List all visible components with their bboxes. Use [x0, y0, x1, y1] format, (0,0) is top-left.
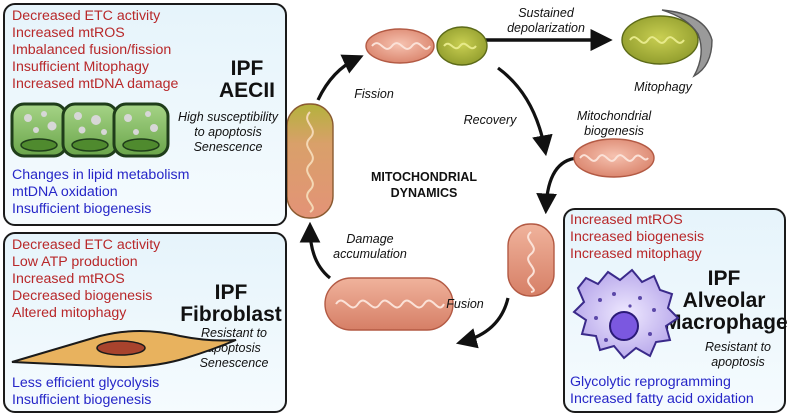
mito-right-pink: [507, 223, 555, 297]
mito-fission-green: [436, 26, 488, 66]
fibro-red-4: Altered mitophagy: [12, 305, 127, 321]
mac-red-0: Increased mtROS: [570, 212, 683, 228]
mito-mitophagy: [621, 9, 713, 78]
aecii-red-1: Increased mtROS: [12, 25, 125, 41]
label-fission: Fission: [354, 87, 394, 101]
fibro-red-2: Increased mtROS: [12, 271, 125, 287]
arrow-damage: [299, 221, 332, 280]
arrow-biogenesis: [536, 156, 579, 215]
label-recovery: Recovery: [463, 113, 517, 127]
aecii-red-2: Imbalanced fusion/fission: [12, 42, 172, 58]
mac-blue-0: Glycolytic reprogramming: [570, 374, 731, 390]
label-mitophagy: Mitophagy: [634, 80, 692, 94]
fibro-red-1: Low ATP production: [12, 254, 138, 270]
fibro-blue-0: Less efficient glycolysis: [12, 375, 160, 391]
aecii-red-0: Decreased ETC activity: [12, 8, 161, 24]
fibro-red-0: Decreased ETC activity: [12, 237, 161, 253]
mito-fission-pink: [365, 28, 435, 64]
fibro-red-3: Decreased biogenesis: [12, 288, 153, 304]
aecii-blue-1: mtDNA oxidation: [12, 184, 118, 200]
label-fusion: Fusion: [446, 297, 484, 311]
arrow-recovery: [497, 66, 553, 157]
mac-red-2: Increased mitophagy: [570, 246, 702, 262]
panel-fibroblast: [3, 232, 287, 413]
mito-bottom-fused: [324, 277, 454, 331]
aecii-red-4: Increased mtDNA damage: [12, 76, 179, 92]
aecii-blue-2: Insufficient biogenesis: [12, 201, 152, 217]
mac-blue-1: Increased fatty acid oxidation: [570, 391, 754, 407]
mito-biogenesis: [573, 138, 655, 178]
arrow-fusion: [455, 297, 510, 349]
aecii-blue-0: Changes in lipid metabolism: [12, 167, 190, 183]
mito-left-damaged: [286, 103, 334, 219]
fibro-blue-1: Insufficient biogenesis: [12, 392, 152, 408]
arrow-fission: [316, 54, 364, 101]
aecii-red-3: Insufficient Mitophagy: [12, 59, 149, 75]
mac-red-1: Increased biogenesis: [570, 229, 705, 245]
